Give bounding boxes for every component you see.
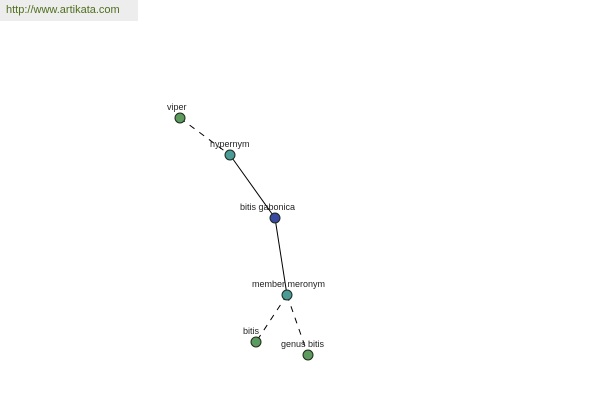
site-url-link[interactable]: http://www.artikata.com bbox=[0, 0, 138, 21]
node-circle-bitis[interactable] bbox=[250, 336, 262, 348]
node-label-bitis-gabonica: bitis gabonica bbox=[240, 202, 295, 212]
node-circle-genus-bitis[interactable] bbox=[302, 349, 314, 361]
node-bitis-gabonica[interactable]: bitis gabonica bbox=[240, 202, 295, 224]
node-genus-bitis[interactable]: genus bitis bbox=[281, 339, 325, 361]
node-circle-hypernym[interactable] bbox=[224, 149, 236, 161]
node-label-genus-bitis: genus bitis bbox=[281, 339, 325, 349]
edge-bitis-gabonica-to-member-meronym bbox=[274, 217, 288, 296]
edge-member-meronym-to-bitis bbox=[255, 294, 288, 343]
edge-member-meronym-to-genus-bitis bbox=[286, 294, 309, 356]
node-hypernym[interactable]: hypernym bbox=[210, 139, 250, 161]
node-label-bitis: bitis bbox=[243, 326, 260, 336]
node-bitis[interactable]: bitis bbox=[243, 326, 262, 348]
nodes-layer: viper hypernym bitis gabonica member merony… bbox=[167, 102, 325, 361]
edges-layer bbox=[179, 117, 309, 356]
node-label-hypernym: hypernym bbox=[210, 139, 250, 149]
node-label-viper: viper bbox=[167, 102, 187, 112]
node-member-meronym[interactable]: member meronym bbox=[252, 279, 325, 301]
node-circle-viper[interactable] bbox=[174, 112, 186, 124]
node-label-member-meronym: member meronym bbox=[252, 279, 325, 289]
edge-viper-to-hypernym bbox=[179, 117, 231, 156]
node-circle-member-meronym[interactable] bbox=[281, 289, 293, 301]
edge-hypernym-to-bitis-gabonica bbox=[229, 154, 276, 219]
node-circle-bitis-gabonica[interactable] bbox=[269, 212, 281, 224]
node-viper[interactable]: viper bbox=[167, 102, 187, 124]
